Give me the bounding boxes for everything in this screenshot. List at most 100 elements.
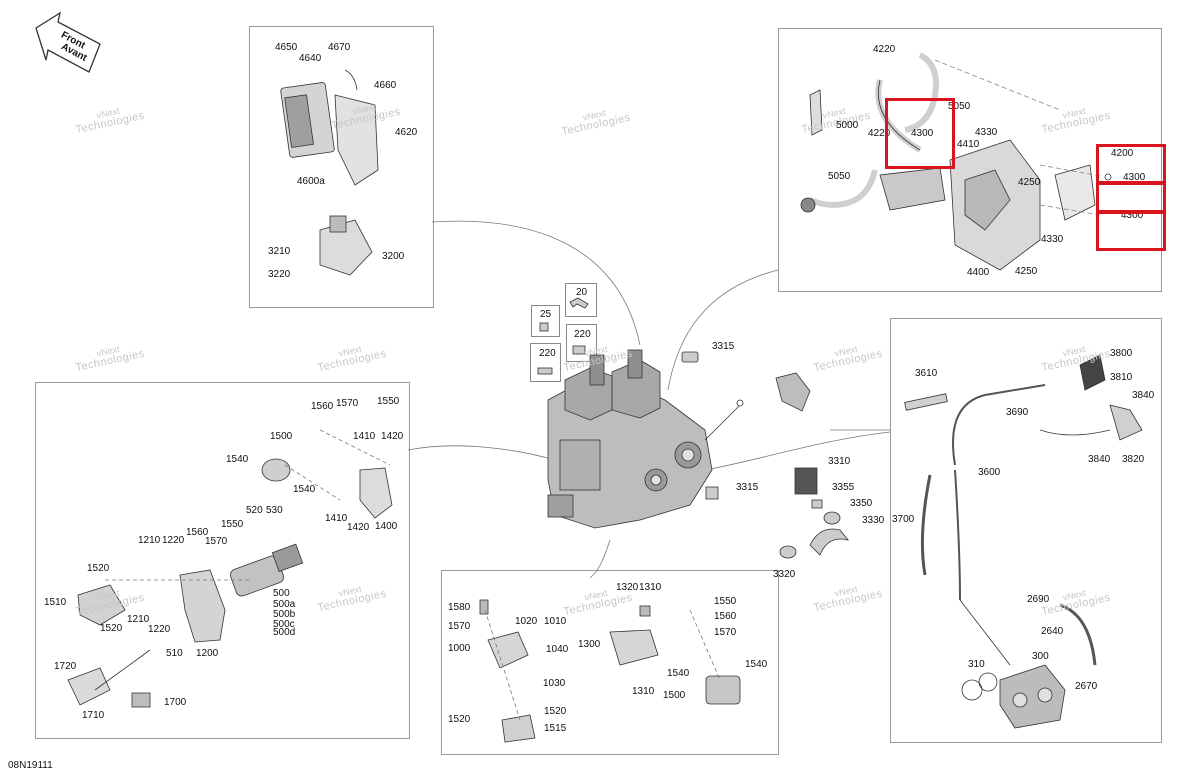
callout[interactable]: 1570 <box>714 627 737 638</box>
callout[interactable]: 1560 <box>186 527 209 538</box>
callout[interactable]: 4660 <box>374 80 397 91</box>
callout[interactable]: 3315 <box>736 482 759 493</box>
callout[interactable]: 1560 <box>714 611 737 622</box>
callout[interactable]: 3810 <box>1110 372 1133 383</box>
callout[interactable]: 1500 <box>270 431 293 442</box>
callout[interactable]: 1720 <box>54 661 77 672</box>
callout[interactable]: 1210 <box>127 614 150 625</box>
callout[interactable]: 5000 <box>836 120 859 131</box>
callout[interactable]: 3350 <box>850 498 873 509</box>
callout[interactable]: 1570 <box>448 621 471 632</box>
callout[interactable]: 25 <box>540 309 552 320</box>
callout[interactable]: 1520 <box>100 623 123 634</box>
callout[interactable]: 3220 <box>268 269 291 280</box>
callout[interactable]: 4620 <box>395 127 418 138</box>
callout[interactable]: 1420 <box>347 522 370 533</box>
callout[interactable]: 3310 <box>828 456 851 467</box>
callout[interactable]: 5050 <box>948 101 971 112</box>
callout[interactable]: 300 <box>1032 651 1049 662</box>
callout[interactable]: 3200 <box>382 251 405 262</box>
callout[interactable]: 1030 <box>543 678 566 689</box>
callout[interactable]: 3210 <box>268 246 291 257</box>
callout[interactable]: 500b <box>273 609 296 620</box>
callout[interactable]: 500a <box>273 599 296 610</box>
callout[interactable]: 1010 <box>544 616 567 627</box>
callout[interactable]: 1540 <box>226 454 249 465</box>
callout[interactable]: 3610 <box>915 368 938 379</box>
callout[interactable]: 4220 <box>873 44 896 55</box>
callout[interactable]: 520 <box>246 505 263 516</box>
callout[interactable]: 1515 <box>544 723 567 734</box>
callout[interactable]: 1540 <box>667 668 690 679</box>
callout[interactable]: 1220 <box>162 535 185 546</box>
callout[interactable]: 3600 <box>978 467 1001 478</box>
callout[interactable]: 4300 <box>1123 172 1146 183</box>
callout[interactable]: 4600a <box>297 176 325 187</box>
callout[interactable]: 2640 <box>1041 626 1064 637</box>
callout[interactable]: 500d <box>273 627 296 638</box>
callout[interactable]: 1510 <box>44 597 67 608</box>
callout[interactable]: 5050 <box>828 171 851 182</box>
callout[interactable]: 4300 <box>1121 210 1144 221</box>
callout[interactable]: 1520 <box>87 563 110 574</box>
callout[interactable]: 1550 <box>221 519 244 530</box>
callout[interactable]: 3330 <box>862 515 885 526</box>
callout[interactable]: 530 <box>266 505 283 516</box>
callout[interactable]: 1210 <box>138 535 161 546</box>
callout[interactable]: 3355 <box>832 482 855 493</box>
callout[interactable]: 3840 <box>1132 390 1155 401</box>
callout[interactable]: 1400 <box>375 521 398 532</box>
callout[interactable]: 20 <box>576 287 588 298</box>
callout[interactable]: 4330 <box>1041 234 1064 245</box>
callout[interactable]: 310 <box>968 659 985 670</box>
callout[interactable]: 2690 <box>1027 594 1050 605</box>
callout[interactable]: 500c <box>273 619 295 630</box>
callout[interactable]: 1550 <box>377 396 400 407</box>
callout[interactable]: 500 <box>273 588 290 599</box>
callout[interactable]: 3690 <box>1006 407 1029 418</box>
callout[interactable]: 4650 <box>275 42 298 53</box>
callout[interactable]: 4220 <box>868 128 891 139</box>
callout[interactable]: 1040 <box>546 644 569 655</box>
callout[interactable]: 3315 <box>712 341 735 352</box>
callout[interactable]: 4670 <box>328 42 351 53</box>
callout[interactable]: 1310 <box>639 582 662 593</box>
callout[interactable]: 1500 <box>663 690 686 701</box>
callout[interactable]: 4200 <box>1111 148 1134 159</box>
callout[interactable]: 510 <box>166 648 183 659</box>
callout[interactable]: 1700 <box>164 697 187 708</box>
callout[interactable]: 4640 <box>299 53 322 64</box>
callout[interactable]: 4410 <box>957 139 980 150</box>
callout[interactable]: 1520 <box>448 714 471 725</box>
callout[interactable]: 1220 <box>148 624 171 635</box>
callout[interactable]: 1540 <box>293 484 316 495</box>
callout[interactable]: 1710 <box>82 710 105 721</box>
callout[interactable]: 1320 <box>616 582 639 593</box>
callout[interactable]: 1420 <box>381 431 404 442</box>
callout[interactable]: 1410 <box>353 431 376 442</box>
callout[interactable]: 1410 <box>325 513 348 524</box>
callout[interactable]: 1000 <box>448 643 471 654</box>
callout[interactable]: 3820 <box>1122 454 1145 465</box>
callout[interactable]: 1540 <box>745 659 768 670</box>
callout[interactable]: 3700 <box>892 514 915 525</box>
callout[interactable]: 1580 <box>448 602 471 613</box>
callout[interactable]: 220 <box>574 329 591 340</box>
callout[interactable]: 1570 <box>336 398 359 409</box>
callout[interactable]: 4300 <box>911 128 934 139</box>
callout[interactable]: 1570 <box>205 536 228 547</box>
callout[interactable]: 1310 <box>632 686 655 697</box>
callout[interactable]: 4250 <box>1018 177 1041 188</box>
callout[interactable]: 2670 <box>1075 681 1098 692</box>
callout[interactable]: 3800 <box>1110 348 1133 359</box>
callout[interactable]: 3840 <box>1088 454 1111 465</box>
callout[interactable]: 4250 <box>1015 266 1038 277</box>
callout[interactable]: 1200 <box>196 648 219 659</box>
callout[interactable]: 220 <box>539 348 556 359</box>
callout[interactable]: 1300 <box>578 639 601 650</box>
callout[interactable]: 1560 <box>311 401 334 412</box>
callout[interactable]: 1520 <box>544 706 567 717</box>
callout[interactable]: 1550 <box>714 596 737 607</box>
callout[interactable]: 4400 <box>967 267 990 278</box>
callout[interactable]: 4330 <box>975 127 998 138</box>
